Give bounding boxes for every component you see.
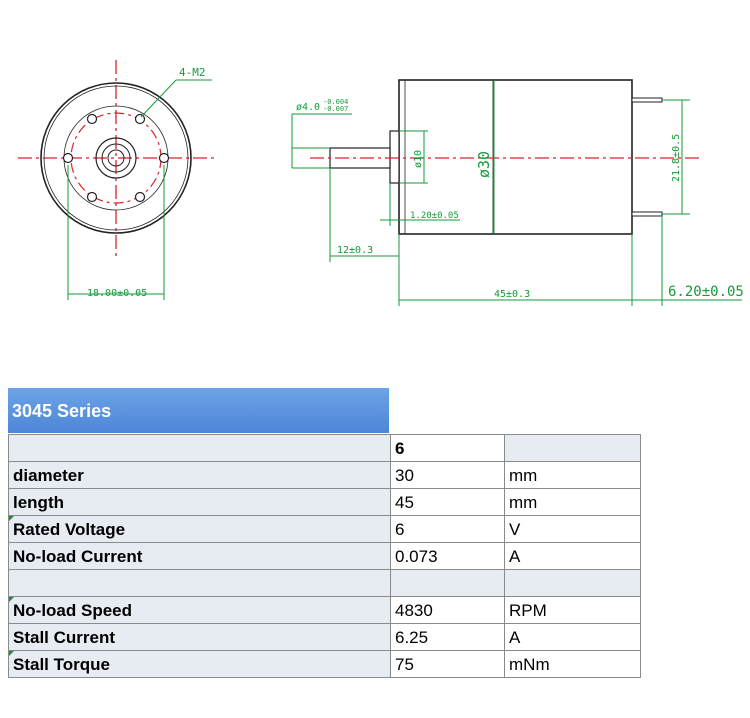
table-row: Rated Voltage 6 V xyxy=(8,515,641,543)
front-width-dim: 18.00±0.05 xyxy=(87,288,147,299)
row-unit: mNm xyxy=(504,650,641,678)
row-label: Rated Voltage xyxy=(8,515,391,543)
row-value xyxy=(390,569,505,597)
row-value: 75 xyxy=(390,650,505,678)
row-label: diameter xyxy=(8,461,391,489)
body-dia-label: ø30 xyxy=(475,151,493,178)
front-view: 4-M2 18.00±0.05 xyxy=(18,60,214,300)
table-row-empty xyxy=(8,569,641,597)
header-value-cell: 6 xyxy=(390,434,505,462)
row-value: 30 xyxy=(390,461,505,489)
row-unit: mm xyxy=(504,461,641,489)
series-title: 3045 Series xyxy=(8,388,389,433)
row-value: 45 xyxy=(390,488,505,516)
shaft-tol-upper: -0.004 xyxy=(323,98,348,106)
table-row: diameter 30 mm xyxy=(8,461,641,489)
shaft-dia-label: ø4.0 xyxy=(296,102,320,113)
row-label: No-load Current xyxy=(8,542,391,570)
header-label-cell xyxy=(8,434,391,462)
table-row: length 45 mm xyxy=(8,488,641,516)
row-value: 6 xyxy=(390,515,505,543)
table-row: No-load Current 0.073 A xyxy=(8,542,641,570)
motor-drawing: 4-M2 18.00±0.05 xyxy=(18,60,744,306)
row-unit xyxy=(504,569,641,597)
table-header-row: 6 xyxy=(8,434,641,462)
table-row: Stall Torque 75 mNm xyxy=(8,650,641,678)
table-row: Stall Current 6.25 A xyxy=(8,623,641,651)
terminal-span-label: 21.8±0.5 xyxy=(671,134,682,182)
spec-table: 6 diameter 30 mm length 45 mm Rated Volt… xyxy=(8,434,641,678)
row-label: No-load Speed xyxy=(8,596,391,624)
row-label: Stall Torque xyxy=(8,650,391,678)
hole-callout-label: 4-M2 xyxy=(179,66,206,79)
boss-dia-label: ø10 xyxy=(413,150,424,168)
shaft-tol-lower: -0.007 xyxy=(323,105,348,113)
row-value: 6.25 xyxy=(390,623,505,651)
row-unit: RPM xyxy=(504,596,641,624)
row-unit: mm xyxy=(504,488,641,516)
row-label xyxy=(8,569,391,597)
header-unit-cell xyxy=(504,434,641,462)
row-label: length xyxy=(8,488,391,516)
row-unit: A xyxy=(504,623,641,651)
row-unit: A xyxy=(504,542,641,570)
row-label: Stall Current xyxy=(8,623,391,651)
row-unit: V xyxy=(504,515,641,543)
boss-len-label: 1.20±0.05 xyxy=(410,211,459,221)
row-value: 0.073 xyxy=(390,542,505,570)
table-row: No-load Speed 4830 RPM xyxy=(8,596,641,624)
row-value: 4830 xyxy=(390,596,505,624)
body-len-label: 45±0.3 xyxy=(494,289,530,300)
terminal-len-label: 6.20±0.05 xyxy=(668,284,744,300)
side-view: ø4.0 -0.004 -0.007 ø10 ø30 1.20±0.05 12±… xyxy=(291,79,744,306)
shaft-len-label: 12±0.3 xyxy=(337,245,373,256)
